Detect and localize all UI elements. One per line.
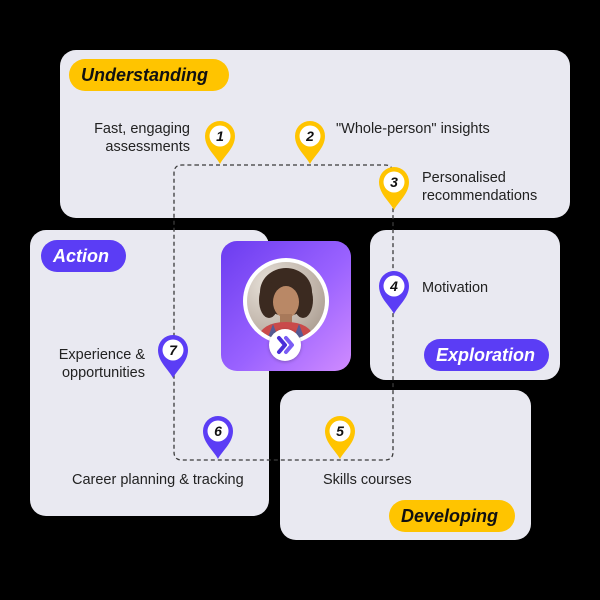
step-1-label-line1: Fast, engaging — [94, 121, 190, 137]
chevron-logo-icon — [269, 329, 301, 361]
step-1-pin-icon: 1 — [204, 120, 236, 166]
step-7-pin-icon: 7 — [157, 334, 189, 380]
pin-number: 5 — [336, 423, 344, 439]
pin-number: 4 — [389, 278, 398, 294]
step-2-label-line1: "Whole-person" insights — [336, 121, 490, 137]
step-4-label: Motivation — [422, 279, 488, 297]
step-3-label: Personalised recommendations — [422, 169, 537, 205]
step-3-label-line1: Personalised — [422, 170, 506, 186]
step-6-label: Career planning & tracking — [72, 471, 244, 489]
step-6-label-line1: Career planning & tracking — [72, 472, 244, 488]
step-5-label-line1: Skills courses — [323, 472, 412, 488]
step-4-pin-icon: 4 — [378, 270, 410, 316]
section-action-pill: Action — [41, 240, 126, 272]
step-1-label: Fast, engaging assessments — [60, 120, 190, 156]
profile-tile — [221, 241, 351, 371]
section-understanding-pill: Understanding — [69, 59, 229, 91]
step-1-label-line2: assessments — [105, 139, 190, 155]
step-4-label-line1: Motivation — [422, 280, 489, 296]
step-7-label: Experience & opportunities — [30, 346, 145, 382]
step-5-pin-icon: 5 — [324, 415, 356, 461]
pin-number: 7 — [169, 342, 178, 358]
avatar-photo — [247, 262, 325, 340]
step-2-label: "Whole-person" insights — [336, 120, 490, 138]
section-developing-pill: Developing — [389, 500, 515, 532]
step-5-label: Skills courses — [323, 471, 412, 489]
step-3-label-line2: recommendations — [422, 188, 538, 204]
step-7-label-line2: opportunities — [61, 365, 145, 381]
step-3-pin-icon: 3 — [378, 166, 410, 212]
pin-number: 6 — [214, 423, 222, 439]
section-exploration-pill: Exploration — [424, 339, 549, 371]
step-6-pin-icon: 6 — [202, 415, 234, 461]
pin-number: 2 — [305, 128, 314, 144]
step-2-pin-icon: 2 — [294, 120, 326, 166]
pin-number: 3 — [390, 174, 398, 190]
step-7-label-line1: Experience & — [58, 347, 145, 363]
pin-number: 1 — [216, 128, 224, 144]
